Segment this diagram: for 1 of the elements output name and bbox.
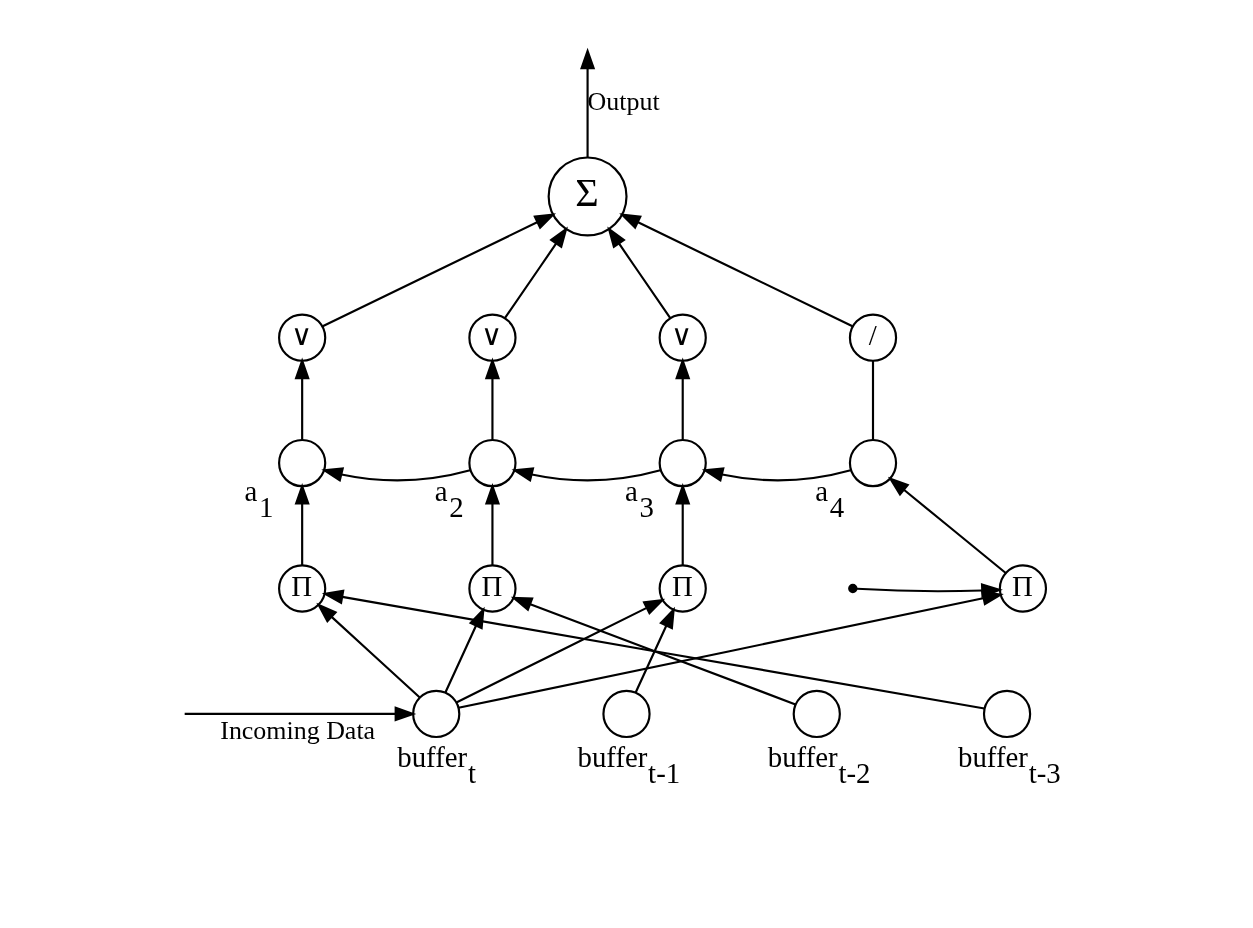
edge-label: Incoming Data xyxy=(220,715,376,745)
